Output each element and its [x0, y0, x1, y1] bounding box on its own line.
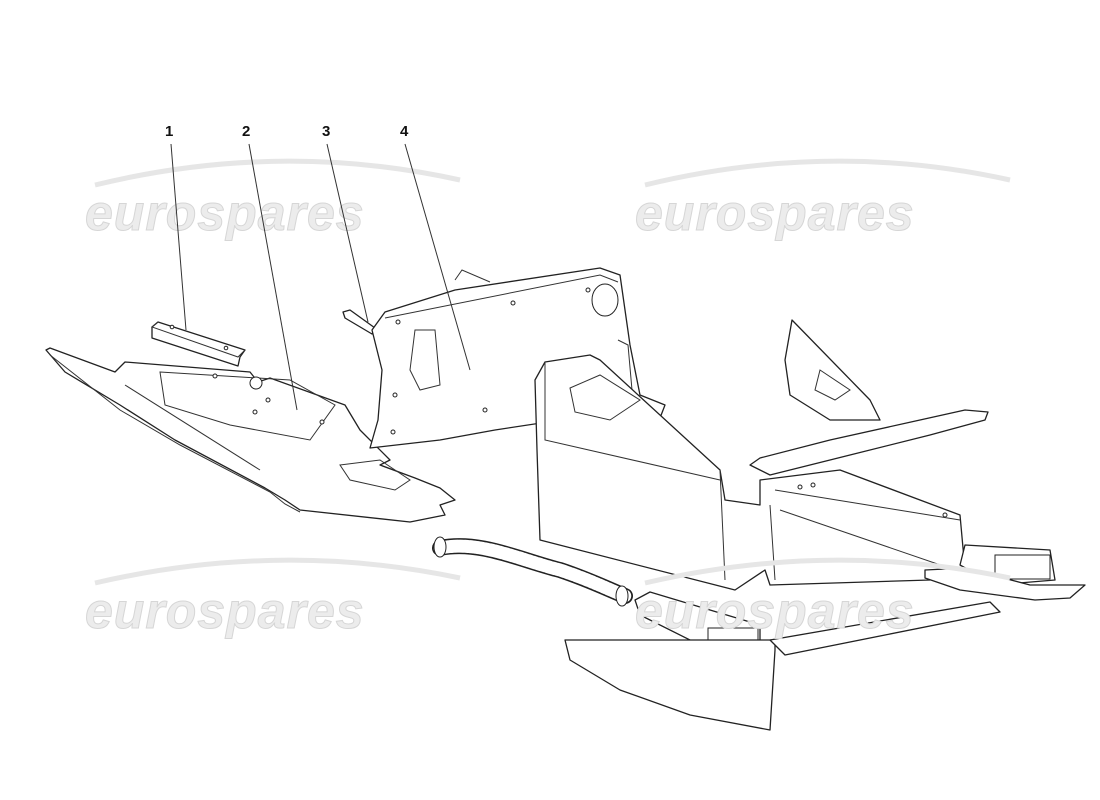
svg-text:1: 1 [165, 123, 173, 140]
svg-text:2: 2 [242, 123, 250, 140]
part-splitter-left[interactable] [564, 639, 776, 731]
svg-text:eurospares: eurospares [635, 583, 915, 639]
watermark-bottom-right: eurospares [635, 557, 1011, 640]
svg-text:eurospares: eurospares [85, 583, 365, 639]
watermark-top-left: eurospares [85, 158, 461, 242]
part-hose[interactable] [432, 536, 633, 607]
part-reinforcement-strip[interactable] [151, 321, 246, 367]
watermark-bottom-left: eurospares [85, 557, 461, 640]
svg-text:eurospares: eurospares [85, 185, 365, 241]
part-splitter-center[interactable] [769, 601, 1001, 656]
svg-text:eurospares: eurospares [635, 185, 915, 241]
callout-4: 4 [400, 123, 471, 371]
part-floor-pan[interactable] [45, 347, 456, 523]
svg-text:3: 3 [322, 123, 330, 140]
callout-2: 2 [242, 123, 298, 411]
svg-text:4: 4 [400, 123, 409, 140]
callout-3: 3 [322, 123, 369, 323]
part-front-frame[interactable] [534, 319, 989, 591]
callout-1: 1 [165, 123, 187, 331]
watermark-top-right: eurospares [635, 158, 1011, 242]
